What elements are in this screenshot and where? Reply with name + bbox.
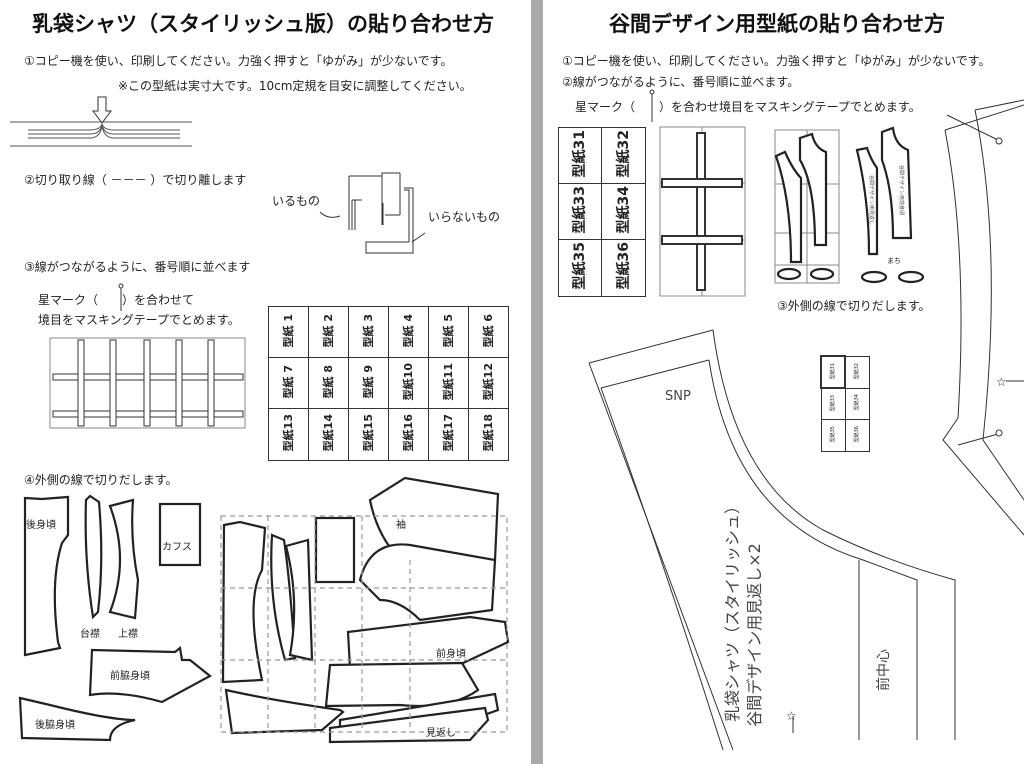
sheet-label: 型紙32 [615,129,632,178]
mini-sheet-label: 型紙35 [829,425,836,443]
right-step2: ②線がつながるように、番号順に並べます。 [562,75,800,89]
sheet-label: 型紙31 [572,129,588,178]
label-cuffs: カフス [162,542,192,553]
piece-front-side-body [88,645,212,704]
piece-facing [328,706,490,744]
right-step1: ①コピー機を使い、印刷してください。力強く押すと「ゆがみ」が少ないです。 [562,54,991,68]
label-piece-front: 谷間デザイン用前身頃 [898,165,904,216]
mini-sheet-label: 型紙34 [853,394,860,411]
label-snp: SNP [665,389,691,404]
tile-grid-illustration [49,337,246,429]
sheet-label: 型紙 8 [322,364,335,399]
mini-sheet-label: 型紙33 [829,394,836,411]
label-sleeve: 袖 [396,520,406,531]
sheet-label: 型紙18 [482,414,495,452]
label-piece-facing: 谷間デザイン用見返し [868,175,874,226]
sheet-label: 型紙 3 [362,313,375,348]
piece-yoke [314,516,356,584]
tile-cross-illustration [659,126,746,297]
sheet-label: 型紙 6 [482,313,495,348]
sheet-label: 型紙 2 [322,313,335,348]
label-needed: いるもの [272,194,321,208]
sheet-label: 型紙12 [482,362,495,401]
mini-sheet-label: 型紙32 [853,362,860,380]
pattern-outline [588,99,1024,751]
star-marker-icon [118,283,124,311]
piece-cuffs [158,502,202,567]
sheet-label: 型紙33 [572,185,588,234]
pattern-name: 乳袋シャツ（スタイリッシュ） [723,498,742,723]
star-icon: ☆ [996,375,1007,389]
label-back-body: 後身頃 [26,520,56,531]
sheet-label: 型紙13 [282,414,295,452]
left-sheet-grid: 型紙 1 型紙 2 型紙 3 型紙 4 型紙 5 型紙 6 型紙 7 型紙 8 … [268,306,509,461]
label-front-body: 前身頃 [436,649,466,660]
left-title: 乳袋シャツ（スタイリッシュ版）の貼り合わせ方 [32,12,494,36]
sheet-label: 型紙17 [442,414,455,452]
star-marker-icon [649,89,655,122]
right-page: 谷間デザイン用型紙の貼り合わせ方 ①コピー機を使い、印刷してください。力強く押す… [543,0,1024,764]
left-step2: ②切り取り線（ －－－ ）で切り離します [24,173,247,187]
left-step1: ①コピー機を使い、印刷してください。力強く押すと「ゆがみ」が少ないです。 [24,54,453,68]
label-unneeded: いらないもの [428,210,501,224]
mini-sheet-label: 型紙36 [853,425,860,443]
right-sheet-grid: 型紙31 型紙32 型紙33 型紙34 型紙35 型紙36 [558,127,646,297]
sheet-label: 型紙14 [322,414,335,452]
left-step4: ④外側の線で切りだします。 [24,473,178,487]
piece-back-body [23,495,70,657]
sheet-label: 型紙35 [572,242,588,290]
sheet-label: 型紙10 [402,362,415,401]
piece-facing-thumb [855,146,879,256]
right-illustrations: ☆ ☆ [588,89,1024,751]
sheet-label: 型紙 1 [282,313,295,348]
left-star-line2: 境目をマスキングテープでとめます。 [38,313,240,327]
right-step3: ③外側の線で切りだします。 [777,299,931,313]
press-arrow-icon [92,96,112,124]
piece-back-side-body [18,696,136,742]
left-note: ※この型紙は実寸大です。10cm定規を目安に調整してください。 [118,79,472,93]
piece-upper-collar [108,498,140,620]
label-front-side-body: 前脇身頃 [110,671,150,682]
piece-front-thumb [880,126,913,240]
sheet-label: 型紙11 [442,362,455,401]
left-star-line1: 星マーク（ ）を合わせて [38,293,195,307]
left-page: 乳袋シャツ（スタイリッシュ版）の貼り合わせ方 ①コピー機を使い、印刷してください… [10,12,510,744]
label-facing: 見返し [426,728,456,739]
left-step3: ③線がつながるように、番号順に並べます [24,260,251,274]
pattern-piece: 谷間デザイン用見返し×2 [745,543,764,727]
left-illustrations [10,96,510,744]
sheet-label: 型紙34 [615,185,632,234]
page-divider [531,0,543,764]
right-star-line: 星マーク（ ）を合わせ境目をマスキングテープでとめます。 [575,100,921,114]
sheet-label: 型紙36 [615,242,632,290]
paper-stack-illustration [10,121,192,147]
sheet-label: 型紙 5 [442,313,455,348]
label-collar-stand: 台襟 [80,629,100,640]
label-upper-collar: 上襟 [118,629,138,640]
mini-sheet-label: 型紙31 [829,362,836,380]
sheet-label: 型紙 9 [362,364,375,399]
sheet-label: 型紙 4 [402,313,415,348]
right-title: 谷間デザイン用型紙の貼り合わせ方 [609,12,945,36]
sheet-label: 型紙15 [362,414,375,452]
cut-lines-illustration [319,172,426,254]
sheet-label: 型紙 7 [282,364,295,399]
sheet-label: 型紙16 [402,414,415,452]
label-center-front: 前中心 [876,649,892,691]
label-gusset: まち [887,257,901,265]
piece-collar-stand [84,494,103,620]
mini-sheet-grid: 型紙31 型紙32 型紙33 型紙34 型紙35 型紙36 [820,355,870,452]
star-icon: ☆ [786,709,797,723]
label-back-side-body: 後脇身頃 [35,720,75,731]
